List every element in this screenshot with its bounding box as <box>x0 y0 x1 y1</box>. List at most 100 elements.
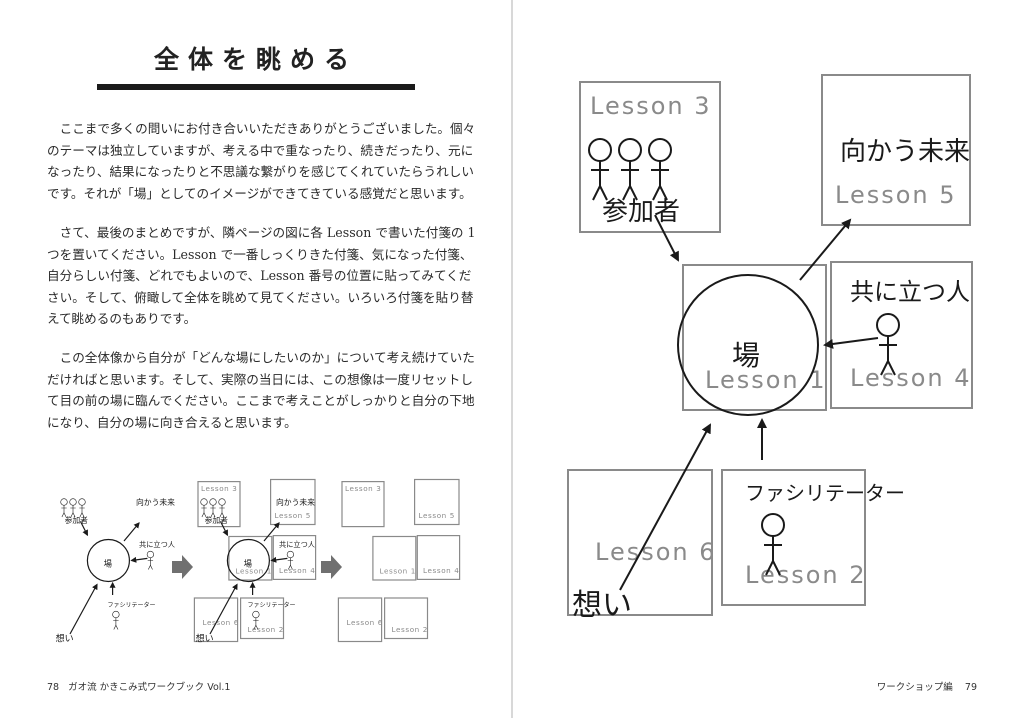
book-title: ガオ流 かきこみ式ワークブック Vol.1 <box>68 682 231 693</box>
arrow-future <box>799 218 852 281</box>
lesson-6-box <box>337 597 383 643</box>
lesson-1-label: Lesson 1 <box>380 566 416 575</box>
paragraph-1: ここまで多くの問いにお付き合いいただきありがとうございました。個々 のテーマは独… <box>47 118 477 204</box>
participant-2-head <box>618 138 642 162</box>
future-label: 向かう未来 <box>840 137 970 167</box>
partner-head <box>876 313 900 337</box>
lesson-3-label: Lesson 3 <box>201 484 237 493</box>
step-arrow-icon <box>321 555 342 579</box>
left-page: 全体を眺める ここまで多くの問いにお付き合いいただきありがとうございました。個々… <box>0 0 511 718</box>
participant-2-body <box>210 505 216 518</box>
lesson-2-box <box>384 597 429 640</box>
facilitator-label: ファシリテーター <box>108 601 156 609</box>
footer-left: 78 ガオ流 かきこみ式ワークブック Vol.1 <box>47 679 230 693</box>
lesson-5-label: Lesson 5 <box>275 511 311 520</box>
lesson-4-label: Lesson 4 <box>279 566 315 575</box>
field-label: 場 <box>244 559 253 569</box>
facilitator-head <box>252 610 260 619</box>
text-line: さて、最後のまとめですが、隣ページの図に各 Lesson で書いた付箋の 1 <box>47 225 476 240</box>
participant-3-body <box>219 505 225 518</box>
participant-3-head <box>648 138 672 162</box>
lesson-3-label: Lesson 3 <box>590 92 712 120</box>
participants-label: 参加者 <box>65 515 89 525</box>
arrow-participants <box>79 521 88 537</box>
lesson-5-label: Lesson 5 <box>835 181 957 209</box>
arrow-future <box>263 522 280 542</box>
lesson-5-box <box>414 478 460 526</box>
feelings-label: 想い <box>196 633 214 645</box>
partner-label: 共に立つ人 <box>850 278 970 306</box>
right-page: ワークショップ編 79 <box>513 0 1024 718</box>
text-line: だければと思います。そして、実際の当日には、この想像は一度リセットし <box>47 371 473 387</box>
text-line: です。それが「場」としてのイメージができてきている感覚だと思います。 <box>47 185 472 201</box>
participant-1-head <box>588 138 612 162</box>
text-line: この全体像から自分が「どんな場にしたいのか」について考え続けていた <box>47 350 475 365</box>
participant-2-head <box>209 498 217 506</box>
lesson-6-box <box>193 597 239 643</box>
arrow-partner <box>130 556 148 563</box>
future-label: 向かう未来 <box>136 497 175 507</box>
lesson-6-label: Lesson 6 <box>347 618 383 627</box>
partner-body <box>287 557 294 570</box>
participant-2-body <box>621 161 639 201</box>
participant-1-head <box>60 498 68 506</box>
lesson-5-box <box>270 478 316 526</box>
lesson-5-label: Lesson 5 <box>419 511 455 520</box>
lesson-3-box <box>579 81 721 233</box>
participant-3-head <box>78 498 86 506</box>
participant-2-body <box>70 505 76 518</box>
field-circle <box>86 538 131 583</box>
arrow-feelings <box>209 583 238 635</box>
facilitator-label: ファシリテーター <box>745 481 905 505</box>
text-line: て目の前の場に臨んでください。ここまで考えことがしっかりと自分の下地 <box>47 393 475 409</box>
page-number: 79 <box>964 682 977 693</box>
lesson-2-label: Lesson 2 <box>745 561 867 589</box>
section-name: ワークショップ編 <box>876 682 953 693</box>
arrow-participants <box>219 521 228 537</box>
lesson-2-label: Lesson 2 <box>248 625 284 634</box>
lesson-4-box <box>416 535 461 581</box>
footer-right: ワークショップ編 79 <box>877 679 977 693</box>
lesson-2-box <box>721 469 866 606</box>
text-line: つを置いてください。Lesson で一番しっくりきた付箋、気になった付箋、 <box>47 246 473 262</box>
facilitator-label: ファシリテーター <box>248 601 296 609</box>
text-line: になり、自分の場に向き合えると思います。 <box>47 414 297 430</box>
arrow-partner <box>270 556 288 563</box>
partner-body <box>147 557 154 570</box>
lesson-3-label: Lesson 3 <box>345 484 381 493</box>
lesson-5-box <box>821 74 971 226</box>
lesson-2-box <box>240 597 285 640</box>
participants-label: 参加者 <box>602 197 680 227</box>
lesson-6-label: Lesson 6 <box>203 618 239 627</box>
lesson-4-label: Lesson 4 <box>850 364 972 392</box>
participant-3-body <box>79 505 85 518</box>
lesson-1-label: Lesson 1 <box>236 566 272 575</box>
participants-label: 参加者 <box>205 515 229 525</box>
paragraph-2: さて、最後のまとめですが、隣ページの図に各 Lesson で書いた付箋の 1 つ… <box>47 222 477 330</box>
lesson-1-box <box>372 535 417 581</box>
feelings-label: 想い <box>56 633 74 645</box>
partner-label: 共に立つ人 <box>279 540 315 549</box>
partner-head <box>286 550 295 559</box>
field-circle <box>226 538 271 583</box>
participant-1-body <box>201 505 207 518</box>
step-arrow-icon <box>172 555 193 579</box>
participant-2-head <box>69 498 77 506</box>
feelings-label: 想い <box>572 588 632 623</box>
paragraph-3: この全体像から自分が「どんな場にしたいのか」について考え続けていた だければと思… <box>47 347 477 433</box>
participant-1-body <box>61 505 67 518</box>
lesson-6-label: Lesson 6 <box>595 538 717 566</box>
arrow-participants <box>654 214 679 262</box>
arrow-feelings <box>69 583 98 635</box>
facilitator-body <box>764 536 782 576</box>
page-title: 全体を眺める <box>153 45 358 74</box>
lesson-6-box <box>567 469 713 616</box>
arrow-partner <box>823 337 879 349</box>
field-label: 場 <box>732 339 760 372</box>
participant-1-body <box>591 161 609 201</box>
page-number: 78 <box>47 682 60 693</box>
